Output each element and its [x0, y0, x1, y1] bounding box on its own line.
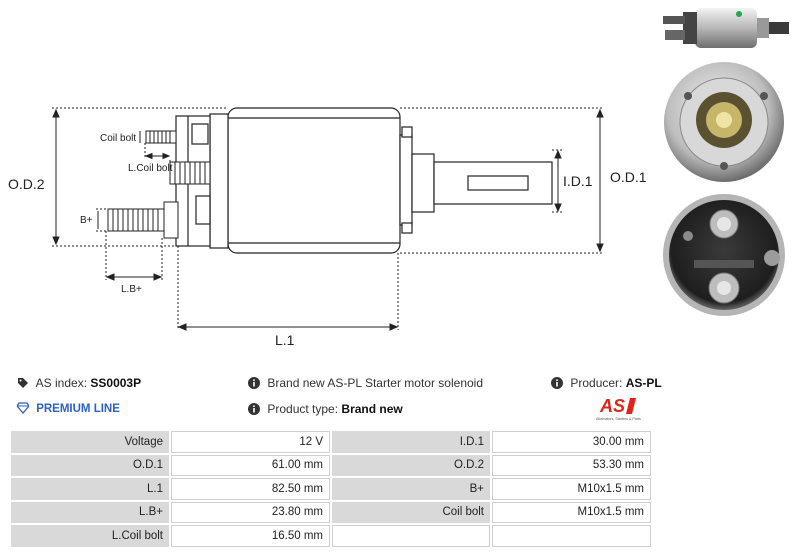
product-type-value: Brand new [341, 402, 403, 416]
spec-value: 23.80 mm [171, 501, 330, 523]
spec-value: 53.30 mm [492, 454, 651, 476]
coil-terminal [169, 161, 211, 185]
product-type: Product type: Brand new [248, 402, 403, 416]
as-index-label: AS index: [35, 376, 88, 390]
l1-label: L.1 [275, 332, 295, 348]
table-row: Voltage 12 V I.D.1 30.00 mm [11, 431, 651, 453]
description-text: Brand new AS-PL Starter motor solenoid [267, 376, 484, 390]
spec-value: M10x1.5 mm [492, 478, 651, 500]
diamond-icon [17, 402, 29, 414]
plunger-housing [411, 153, 435, 213]
premium-line-label: PREMIUM LINE [36, 403, 120, 415]
spec-label: O.D.2 [332, 454, 490, 476]
solenoid-flange [399, 134, 413, 226]
spec-label: O.D.1 [11, 454, 169, 476]
as-pl-logo: AS Alternators, Starters & Parts [596, 396, 641, 421]
spec-label [332, 525, 490, 547]
b-plus-bolt [107, 201, 179, 239]
spec-label: Coil bolt [332, 501, 490, 523]
product-type-label: Product type: [267, 402, 339, 416]
as-index: AS index: SS0003P [17, 376, 141, 390]
b-plus-label: B+ [80, 215, 93, 226]
spec-value: 12 V [171, 431, 330, 453]
info-icon [551, 377, 563, 389]
spec-value: 61.00 mm [171, 454, 330, 476]
spec-value: M10x1.5 mm [492, 501, 651, 523]
as-index-value: SS0003P [90, 376, 142, 390]
spec-label: Voltage [11, 431, 169, 453]
lb-plus-label: L.B+ [121, 284, 142, 295]
solenoid-body [227, 107, 401, 254]
spec-value: 16.50 mm [171, 525, 330, 547]
spec-label: L.Coil bolt [11, 525, 169, 547]
spec-value: 82.50 mm [171, 478, 330, 500]
premium-line: PREMIUM LINE [17, 402, 120, 415]
producer: Producer: AS-PL [551, 376, 662, 390]
coil-bolt [145, 130, 177, 144]
spec-value [492, 525, 651, 547]
spec-label: L.B+ [11, 501, 169, 523]
l-coil-bolt-label: L.Coil bolt [128, 163, 173, 174]
od2-label: O.D.2 [8, 176, 45, 192]
id1-label: I.D.1 [563, 173, 593, 189]
product-description: Brand new AS-PL Starter motor solenoid [248, 376, 483, 390]
info-icon [248, 377, 260, 389]
product-photo-side [663, 8, 789, 48]
terminal-cap [209, 113, 229, 249]
svg-text:AS: AS [599, 396, 625, 416]
product-photo-back [663, 194, 785, 316]
info-icon [248, 403, 260, 415]
spec-label: B+ [332, 478, 490, 500]
coil-bolt-label: Coil bolt [100, 133, 136, 144]
od1-label: O.D.1 [610, 169, 647, 185]
producer-value: AS-PL [625, 376, 662, 390]
technical-drawing: O.D.2 O.D.1 I.D.1 Coil bolt L.Coil bolt … [8, 107, 647, 348]
plunger-slot [467, 175, 529, 191]
specs-table: Voltage 12 V I.D.1 30.00 mm O.D.1 61.00 … [9, 429, 653, 549]
table-row: L.1 82.50 mm B+ M10x1.5 mm [11, 478, 651, 500]
table-row: O.D.1 61.00 mm O.D.2 53.30 mm [11, 454, 651, 476]
producer-label: Producer: [570, 376, 623, 390]
table-row: L.B+ 23.80 mm Coil bolt M10x1.5 mm [11, 501, 651, 523]
spec-value: 30.00 mm [492, 431, 651, 453]
tag-icon [18, 378, 28, 388]
product-photo-front [664, 62, 784, 182]
table-row: L.Coil bolt 16.50 mm [11, 525, 651, 547]
svg-text:Alternators, Starters & Parts: Alternators, Starters & Parts [596, 417, 641, 421]
spec-label: L.1 [11, 478, 169, 500]
spec-label: I.D.1 [332, 431, 490, 453]
